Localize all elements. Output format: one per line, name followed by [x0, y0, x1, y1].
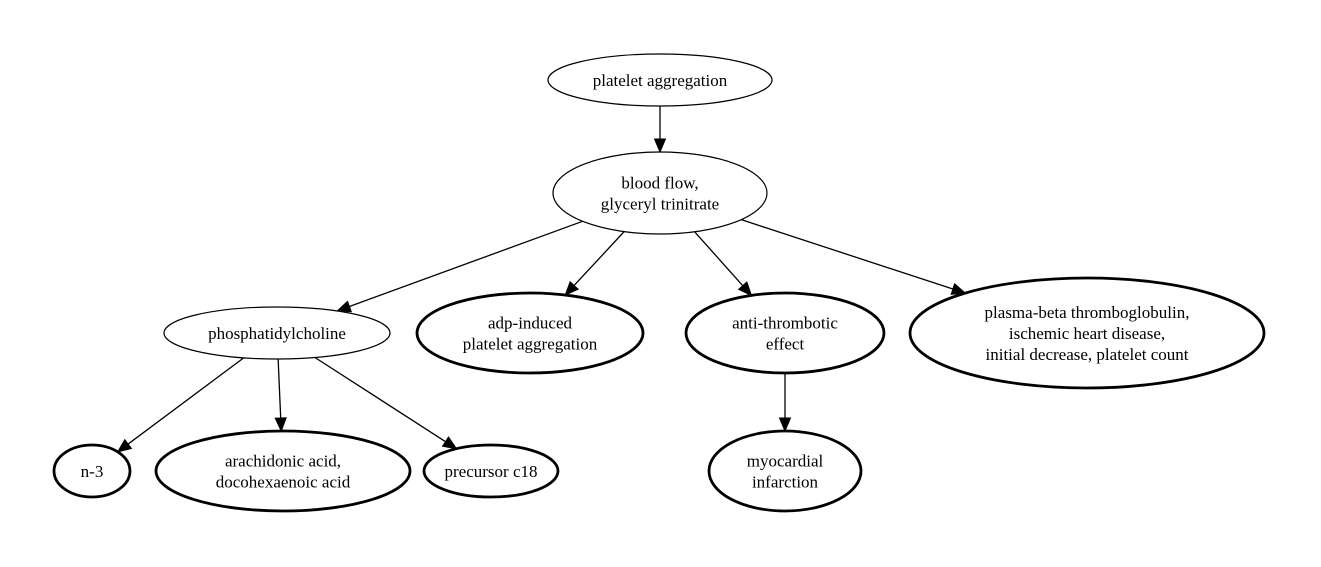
node-label-n-3-line-0: n-3	[81, 462, 104, 481]
node-label-adp-induced-line-0: adp-induced	[488, 314, 573, 333]
arrowhead-blood-flow-to-adp-induced	[564, 280, 580, 296]
node-label-anti-thrombotic-line-0: anti-thrombotic	[732, 314, 838, 333]
arrowhead-anti-thrombotic-to-myocardial	[778, 417, 792, 433]
node-label-phosphatidylcholine-line-0: phosphatidylcholine	[208, 324, 346, 343]
node-label-myocardial-line-1: infarction	[752, 473, 819, 492]
arrowhead-platelet-aggregation-to-blood-flow	[653, 138, 667, 154]
node-label-plasma-beta-line-1: ischemic heart disease,	[1009, 324, 1165, 343]
node-ellipse-phosphatidylcholine	[163, 306, 391, 360]
node-phosphatidylcholine: phosphatidylcholine	[163, 306, 391, 360]
node-label-arachidonic-line-0: arachidonic acid,	[225, 452, 341, 471]
arrowhead-phosphatidylcholine-to-n-3	[116, 438, 133, 453]
node-platelet-aggregation: platelet aggregation	[547, 53, 773, 107]
node-ellipse-precursor	[422, 443, 560, 499]
node-ellipse-plasma-beta	[908, 276, 1266, 390]
node-ellipse-arachidonic	[154, 429, 412, 513]
node-plasma-beta: plasma-beta thromboglobulin, ischemic hea…	[908, 276, 1266, 390]
edge-blood-flow-to-plasma-beta	[741, 219, 954, 290]
node-label-arachidonic-line-1: docohexaenoic acid	[216, 473, 351, 492]
edge-phosphatidylcholine-to-n-3	[127, 357, 245, 445]
node-myocardial: myocardial infarction	[707, 429, 863, 513]
arrowhead-blood-flow-to-phosphatidylcholine	[335, 300, 353, 313]
node-arachidonic: arachidonic acid, docohexaenoic acid	[154, 429, 412, 513]
node-ellipse-n-3	[52, 443, 132, 499]
node-label-plasma-beta-line-0: plasma-beta thromboglobulin,	[985, 303, 1190, 322]
node-label-myocardial-line-0: myocardial	[747, 452, 824, 471]
node-label-blood-flow-line-0: blood flow,	[621, 174, 698, 193]
node-label-blood-flow-line-1: glyceryl trinitrate	[601, 195, 719, 214]
edge-blood-flow-to-anti-thrombotic	[694, 231, 744, 287]
node-ellipse-blood-flow	[552, 151, 768, 235]
node-label-anti-thrombotic-line-1: effect	[766, 335, 805, 354]
edges-layer	[116, 106, 967, 453]
edge-blood-flow-to-adp-induced	[573, 231, 625, 286]
arrowhead-phosphatidylcholine-to-precursor	[441, 436, 458, 450]
node-ellipse-platelet-aggregation	[547, 53, 773, 107]
node-blood-flow: blood flow, glyceryl trinitrate	[552, 151, 768, 235]
node-label-platelet-aggregation-line-0: platelet aggregation	[593, 71, 728, 90]
node-label-plasma-beta-line-2: initial decrease, platelet count	[986, 345, 1189, 364]
node-label-adp-induced-line-1: platelet aggregation	[463, 335, 598, 354]
nodes-layer: platelet aggregation blood flow, glyceryl …	[52, 53, 1266, 513]
node-adp-induced: adp-induced platelet aggregation	[415, 291, 645, 375]
edge-phosphatidylcholine-to-arachidonic	[277, 358, 282, 419]
edge-phosphatidylcholine-to-precursor	[314, 356, 446, 443]
node-n-3: n-3	[52, 443, 132, 499]
arrowhead-blood-flow-to-anti-thrombotic	[737, 281, 753, 297]
arrowhead-blood-flow-to-plasma-beta	[950, 282, 967, 295]
node-anti-thrombotic: anti-thrombotic effect	[684, 291, 886, 375]
arrowhead-phosphatidylcholine-to-arachidonic	[274, 417, 287, 433]
edge-blood-flow-to-phosphatidylcholine	[349, 220, 583, 308]
node-ellipse-anti-thrombotic	[684, 291, 886, 375]
node-ellipse-myocardial	[707, 429, 863, 513]
node-precursor: precursor c18	[422, 443, 560, 499]
node-label-precursor-line-0: precursor c18	[445, 462, 538, 481]
node-ellipse-adp-induced	[415, 291, 645, 375]
